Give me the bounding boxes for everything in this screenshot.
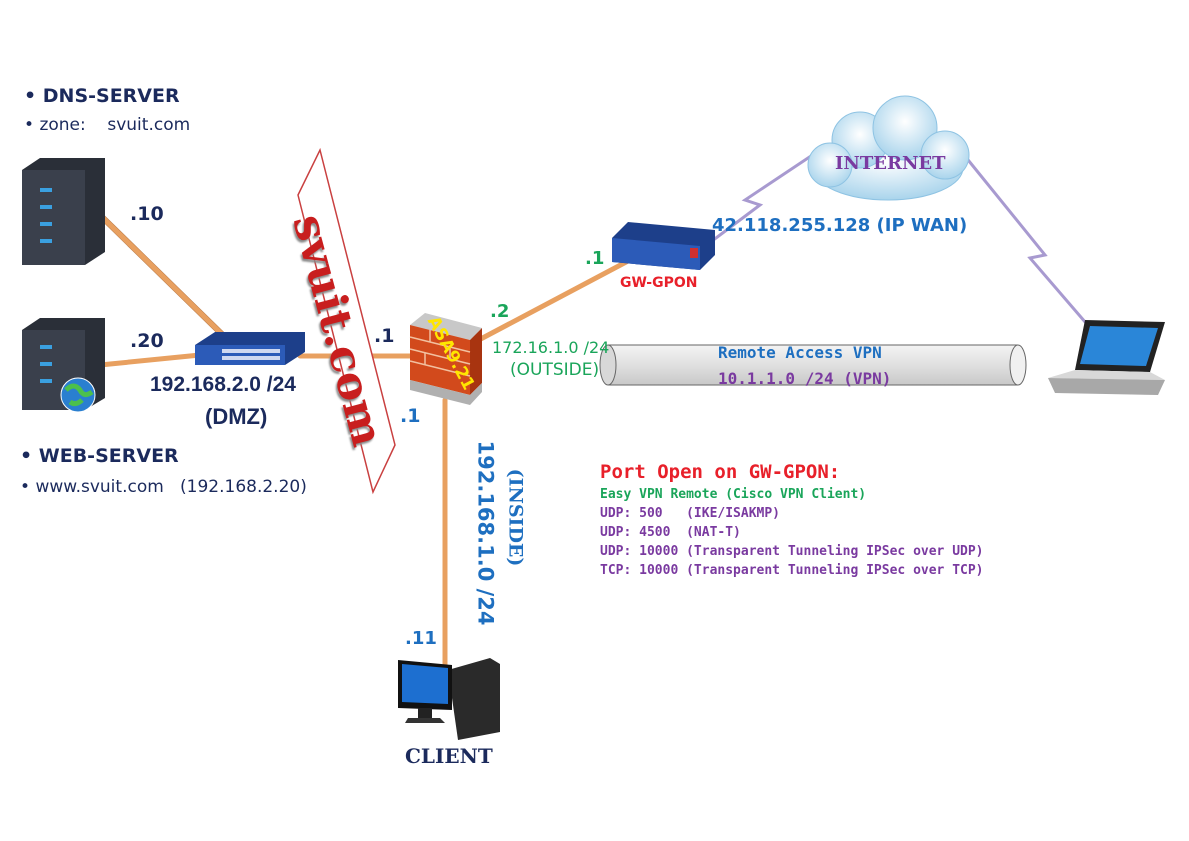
web-server-title: • WEB-SERVER: [20, 445, 179, 467]
links: [97, 212, 648, 693]
asa-outside-ip: .2: [490, 301, 510, 322]
gw-gpon-router-icon: [612, 222, 715, 270]
internet-label: INTERNET: [835, 153, 946, 174]
dns-server-title-text: DNS-SERVER: [42, 85, 180, 107]
wan-ip: 42.118.255.128 (IP WAN): [712, 215, 968, 236]
gw-gpon-label: GW-GPON: [620, 275, 698, 291]
port-line: TCP: 10000 (Transparent Tunneling IPSec …: [600, 563, 984, 578]
web-server-title-text: WEB-SERVER: [38, 445, 179, 467]
inside-label: (INSIDE): [504, 468, 527, 567]
dmz-label: (DMZ): [205, 404, 268, 429]
laptop-icon: [1048, 320, 1165, 395]
dns-server-title: • DNS-SERVER: [24, 85, 180, 107]
web-server-ip: (192.168.2.20): [180, 477, 307, 497]
web-server-icon: [22, 318, 105, 413]
client-pc-icon: [398, 658, 500, 740]
firewall-icon: [409, 313, 482, 405]
watermark-banner: [297, 147, 396, 495]
wireless-link-internet-laptop: [958, 149, 1094, 331]
internet-cloud-icon: [807, 95, 970, 201]
inside-network: 192.168.1.0 /24: [473, 440, 498, 626]
dns-zone: • zone: svuit.com: [24, 115, 191, 135]
wireless-link-gateway-internet: [699, 148, 821, 252]
dns-host-ip: .10: [130, 203, 164, 225]
dmz-gateway-ip: .1: [374, 325, 395, 347]
port-line: UDP: 500 (IKE/ISAKMP): [600, 506, 781, 521]
web-host-ip: .20: [130, 330, 164, 352]
client-ip: .11: [405, 628, 437, 649]
port-info: Port Open on GW-GPON: Easy VPN Remote (C…: [600, 463, 984, 583]
dns-server-icon: [22, 158, 105, 265]
dmz-switch-icon: [195, 332, 305, 365]
dns-zone-label: zone:: [39, 115, 86, 135]
web-server-info: • www.svuit.com (192.168.2.20): [20, 477, 307, 497]
port-info-subtitle: Easy VPN Remote (Cisco VPN Client): [600, 487, 867, 502]
outside-network: 172.16.1.0 /24: [492, 338, 610, 357]
port-line: UDP: 10000 (Transparent Tunneling IPSec …: [600, 544, 984, 559]
link-web-switch: [97, 352, 203, 368]
client-label: CLIENT: [405, 744, 493, 768]
outside-label: (OUTSIDE): [510, 360, 600, 380]
port-line: UDP: 4500 (NAT-T): [600, 525, 741, 540]
link-firewall-gateway: [472, 249, 648, 345]
vpn-title: Remote Access VPN: [718, 343, 882, 362]
dmz-network: 192.168.2.0 /24: [150, 373, 296, 396]
vpn-tunnel: [599, 344, 1027, 386]
web-server-url: www.svuit.com: [35, 477, 164, 497]
vpn-network: 10.1.1.0 /24 (VPN): [718, 369, 892, 388]
dns-zone-value: svuit.com: [107, 115, 191, 135]
port-info-title: Port Open on GW-GPON:: [600, 461, 841, 483]
gw-inside-ip: .1: [585, 248, 605, 269]
inside-gateway-ip: .1: [400, 405, 421, 427]
